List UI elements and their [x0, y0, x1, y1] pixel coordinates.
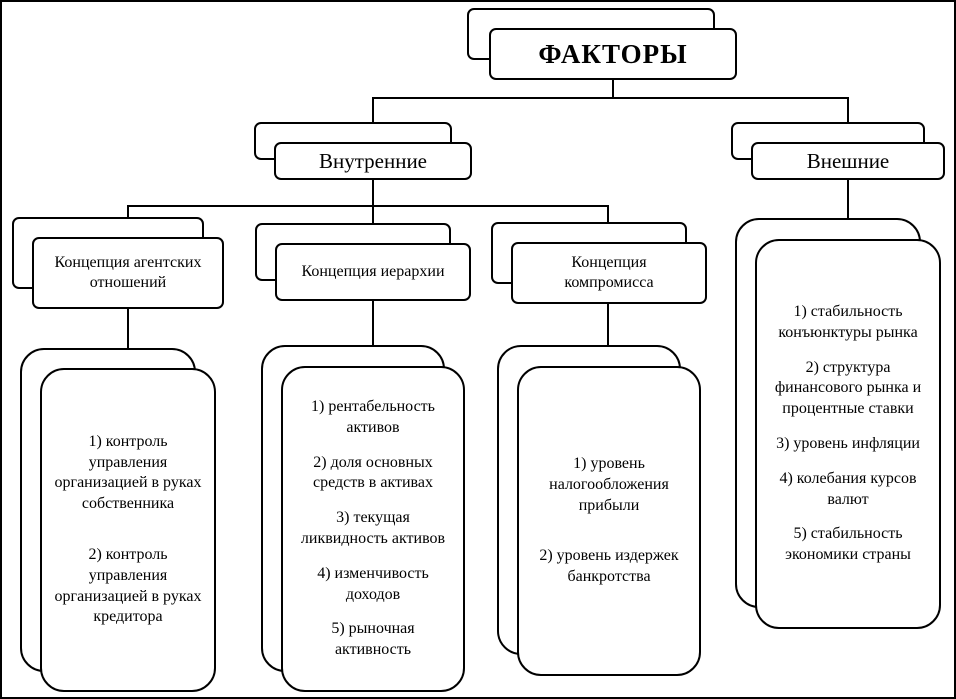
- connector-external-to-list: [847, 178, 849, 239]
- list-item: 3) текущая ликвидность активов: [300, 509, 446, 547]
- internal-branch-label: Внутренние: [318, 148, 428, 173]
- external-branch-box: Внешние: [751, 142, 945, 180]
- agency-concept-label: Концепция агентских отношений: [54, 254, 202, 291]
- connector-external-drop: [847, 97, 849, 142]
- list-item: 1) рентабельность активов: [311, 398, 435, 436]
- list-item: 2) уровень издержек банкротства: [539, 547, 679, 586]
- connector-agency-to-list: [127, 307, 129, 369]
- connector-level1-bar: [372, 97, 849, 99]
- list-item: 1) контроль управления организацией в ру…: [54, 432, 202, 513]
- title-box: ФАКТОРЫ: [489, 28, 737, 80]
- list-item: 4) колебания курсов валют: [779, 469, 917, 508]
- hierarchy-concept-label: Концепция иерархии: [301, 263, 445, 280]
- hierarchy-factors-list: 1) рентабельность активов 2) доля основн…: [281, 366, 465, 692]
- list-item: 2) доля основных средств в активах: [313, 453, 433, 492]
- list-item: 1) стабильность конъюнктуры рынка: [778, 303, 918, 341]
- compromise-concept-label: Концепция компромисса: [564, 254, 654, 291]
- list-item: 2) структура финансового рынка и процент…: [774, 358, 922, 418]
- agency-concept-box: Концепция агентских отношений: [32, 237, 224, 309]
- connector-title-drop: [612, 78, 614, 99]
- external-factors-list: 1) стабильность конъюнктуры рынка 2) стр…: [755, 239, 941, 629]
- compromise-factors-list: 1) уровень налогообложения прибыли 2) ур…: [517, 366, 701, 676]
- internal-branch-box: Внутренние: [274, 142, 472, 180]
- list-item: 1) уровень налогообложения прибыли: [549, 455, 669, 514]
- compromise-concept-box: Концепция компромисса: [511, 242, 707, 304]
- list-item: 5) рыночная активность: [331, 620, 415, 659]
- external-branch-label: Внешние: [806, 148, 890, 173]
- hierarchy-concept-box: Концепция иерархии: [275, 243, 471, 301]
- connector-hierarchy-to-list: [372, 299, 374, 366]
- list-item: 3) уровень инфляции: [776, 435, 920, 452]
- connector-internal-to-concepts: [372, 178, 374, 244]
- connector-compromise-to-list: [607, 302, 609, 366]
- title-text: ФАКТОРЫ: [538, 38, 688, 69]
- list-item: 5) стабильность экономики страны: [785, 525, 911, 564]
- connector-internal-drop: [372, 97, 374, 142]
- list-item: 4) изменчивость доходов: [317, 564, 429, 603]
- list-item: 2) контроль управления организацией в ру…: [54, 546, 202, 626]
- connector-level2-bar: [127, 205, 609, 207]
- agency-factors-list: 1) контроль управления организацией в ру…: [40, 368, 216, 692]
